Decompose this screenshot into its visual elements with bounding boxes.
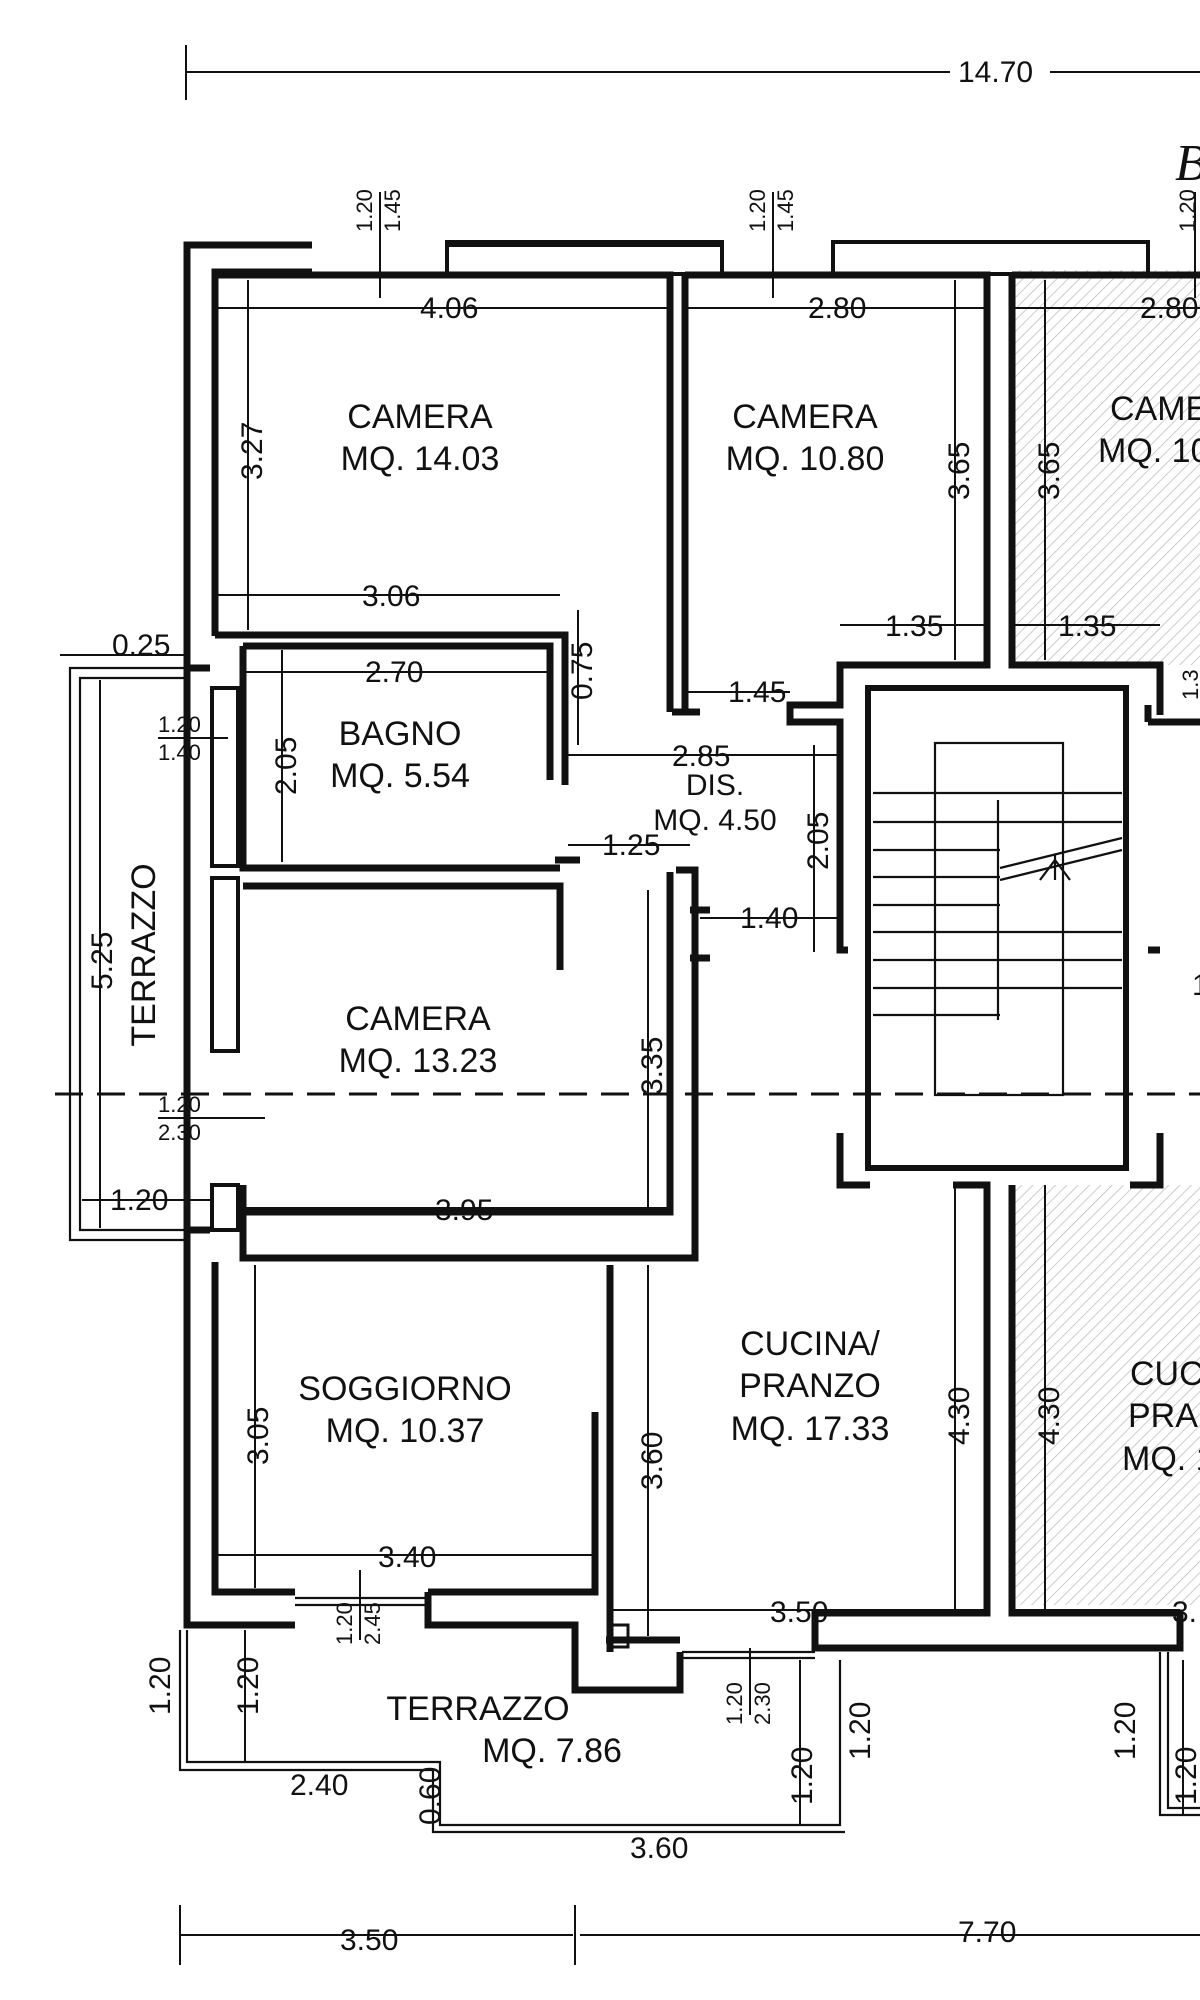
room-camera-4-name: CAMERA bbox=[345, 1000, 491, 1038]
window-cucina-b: 2.30 bbox=[750, 1682, 775, 1725]
staircase bbox=[873, 741, 1123, 1097]
dim-stair-r: 1 bbox=[1192, 969, 1200, 1002]
dim-terr-h: 5.25 bbox=[86, 932, 119, 990]
dim-sogg-w: 3.40 bbox=[378, 1541, 436, 1574]
neighbor-hatch-top bbox=[1010, 270, 1200, 665]
overall-top-label: 14.70 bbox=[958, 56, 1033, 89]
room-terrazzo-bottom-name: TERRAZZO bbox=[386, 1690, 569, 1728]
dim-tb-g: 1.20 bbox=[844, 1702, 877, 1760]
window-sogg-b: 2.45 bbox=[360, 1602, 385, 1645]
dim-cam2-s: 1.35 bbox=[885, 610, 943, 643]
dim-cuc-h: 3.60 bbox=[636, 1432, 669, 1490]
window-1-b: 1.45 bbox=[380, 189, 405, 232]
dimension-lines bbox=[158, 192, 1200, 1825]
dim-tb-d: 0.60 bbox=[414, 1767, 447, 1825]
dim-cam4-h: 3.35 bbox=[636, 1037, 669, 1095]
dim-dis-a: 1.45 bbox=[728, 676, 786, 709]
room-cucina-name: CUCINA/ bbox=[740, 1325, 880, 1363]
window-sogg-a: 1.20 bbox=[332, 1602, 357, 1645]
room-camera-2-name: CAMERA bbox=[732, 398, 878, 436]
room-camera-3-area: MQ. 10 bbox=[1098, 432, 1200, 470]
dim-bagno-n: 0.75 bbox=[566, 642, 599, 700]
room-cucina-3-area: MQ. 1 bbox=[1122, 1440, 1200, 1478]
dim-cam3-x: 1.3 bbox=[1178, 669, 1200, 700]
room-soggiorno-area: MQ. 10.37 bbox=[326, 1412, 485, 1450]
dim-cam1-w2: 3.06 bbox=[362, 580, 420, 613]
window-labels: 1.20 1.45 1.20 1.45 1.20 1.20 1.40 1.20 … bbox=[158, 189, 1200, 1725]
room-camera-3-name: CAMER bbox=[1110, 390, 1200, 428]
dim-cam1-h: 3.27 bbox=[236, 422, 269, 480]
dim-cam4-w: 3.95 bbox=[435, 1194, 493, 1227]
room-camera-1-name: CAMERA bbox=[347, 398, 493, 436]
window-3-a: 1.20 bbox=[1175, 189, 1200, 232]
room-cucina-3-name-2: PRAN bbox=[1128, 1397, 1200, 1435]
window-1-a: 1.20 bbox=[352, 189, 377, 232]
dim-cuc-h2: 4.30 bbox=[943, 1387, 976, 1445]
dim-tb-e: 3.60 bbox=[630, 1832, 688, 1865]
window-camera-a: 1.20 bbox=[158, 1092, 201, 1117]
window-camera-b: 2.30 bbox=[158, 1120, 201, 1145]
dim-tb-h: 1.20 bbox=[1109, 1702, 1142, 1760]
room-terrazzo-bottom-area: MQ. 7.86 bbox=[482, 1732, 622, 1770]
dim-cuc3-w: 3. bbox=[1172, 1596, 1197, 1629]
terrazzo-left bbox=[60, 654, 210, 1242]
room-cucina-area: MQ. 17.33 bbox=[731, 1410, 890, 1448]
dim-cam3-w: 2.80 bbox=[1140, 292, 1198, 325]
dim-bagno-h: 2.05 bbox=[270, 737, 303, 795]
room-cucina-3-name: CUCI bbox=[1130, 1355, 1200, 1393]
stair-letter: B bbox=[1175, 135, 1200, 192]
dim-tb-i: 1.20 bbox=[1170, 1747, 1200, 1805]
dim-terr-w: 1.20 bbox=[110, 1184, 168, 1217]
dim-dis-c: 1.25 bbox=[602, 829, 660, 862]
dim-tb-c: 2.40 bbox=[290, 1769, 348, 1802]
room-bagno-area: MQ. 5.54 bbox=[330, 757, 470, 795]
dim-cam1-w: 4.06 bbox=[420, 292, 478, 325]
window-cucina-a: 1.20 bbox=[722, 1682, 747, 1725]
room-terrazzo-left-name: TERRAZZO bbox=[125, 863, 163, 1046]
dim-sogg-h: 3.05 bbox=[242, 1407, 275, 1465]
window-bagno-a: 1.20 bbox=[158, 712, 201, 737]
dim-cuc-w: 3.50 bbox=[770, 1596, 828, 1629]
window-bagno-b: 1.40 bbox=[158, 740, 201, 765]
room-camera-4-area: MQ. 13.23 bbox=[339, 1042, 498, 1080]
window-2-b: 1.45 bbox=[773, 189, 798, 232]
window-2-a: 1.20 bbox=[745, 189, 770, 232]
room-dis-area: MQ. 4.50 bbox=[653, 804, 776, 837]
dimension-labels: 4.06 3.27 3.06 2.80 3.65 1.35 2.80 3.65 … bbox=[86, 292, 1200, 1865]
room-dis-name: DIS. bbox=[686, 769, 744, 802]
dim-dis-d: 1.40 bbox=[740, 902, 798, 935]
bottom-left-label: 3.50 bbox=[340, 1924, 398, 1957]
room-camera-2-area: MQ. 10.80 bbox=[726, 440, 885, 478]
room-soggiorno-name: SOGGIORNO bbox=[298, 1370, 511, 1408]
walls bbox=[183, 240, 1200, 1694]
room-bagno-name: BAGNO bbox=[339, 715, 462, 753]
room-labels: CAMERA MQ. 14.03 CAMERA MQ. 10.80 CAMER … bbox=[125, 390, 1200, 1770]
terrazzo-bottom bbox=[178, 1596, 1200, 1834]
dim-edge: 0.25 bbox=[112, 629, 170, 662]
dim-cuc3-h: 4.30 bbox=[1033, 1387, 1066, 1445]
dim-dis-b: 2.85 bbox=[672, 740, 730, 773]
bottom-right-label: 7.70 bbox=[958, 1916, 1016, 1949]
dim-tb-a: 1.20 bbox=[144, 1657, 177, 1715]
overall-dimension-bottom: 3.50 7.70 bbox=[179, 1905, 1200, 1965]
dim-cam2-w: 2.80 bbox=[808, 292, 866, 325]
dim-tb-f: 1.20 bbox=[786, 1747, 819, 1805]
dim-cam2-h: 3.65 bbox=[943, 442, 976, 500]
room-camera-1-area: MQ. 14.03 bbox=[341, 440, 500, 478]
room-cucina-name-2: PRANZO bbox=[739, 1367, 881, 1405]
dim-bagno-w: 2.70 bbox=[365, 656, 423, 689]
dim-cam3-h: 3.65 bbox=[1033, 442, 1066, 500]
dim-cam3-s: 1.35 bbox=[1058, 610, 1116, 643]
overall-dimension-top: 14.70 B bbox=[185, 45, 1200, 192]
dim-dis-h: 2.05 bbox=[802, 812, 835, 870]
dim-tb-b: 1.20 bbox=[232, 1657, 265, 1715]
